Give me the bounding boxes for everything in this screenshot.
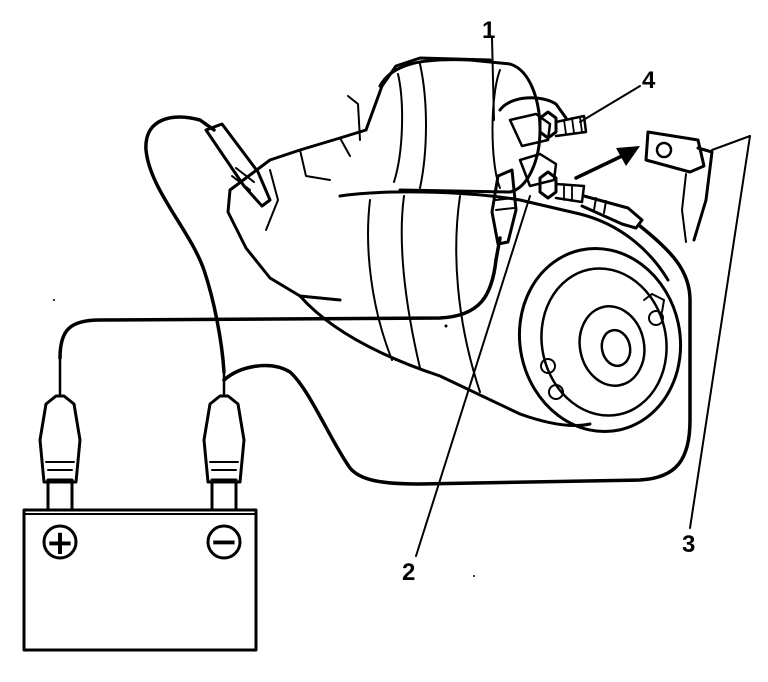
leader-3b	[711, 135, 751, 151]
solenoid-clip-icon	[490, 168, 518, 246]
terminal-stud-4	[538, 110, 588, 140]
speck	[444, 324, 448, 328]
negative-symbol: −	[210, 522, 239, 562]
leader-1	[491, 37, 495, 121]
speck	[473, 575, 475, 577]
negative-cable-left	[144, 115, 226, 374]
terminal-stud-middle	[538, 170, 586, 204]
detached-terminal-lug-icon	[644, 130, 714, 243]
positive-cable	[58, 236, 502, 360]
starter-motor	[226, 56, 683, 434]
negative-terminal-icon: −	[206, 522, 242, 562]
speck	[53, 299, 55, 301]
arrow-icon	[574, 146, 640, 180]
lead-clip-icon	[204, 122, 272, 208]
positive-terminal-icon: +	[42, 523, 78, 563]
callout-1: 1	[482, 17, 495, 44]
field-lead-plug-icon	[580, 194, 644, 230]
callout-4: 4	[642, 67, 656, 94]
callout-2: 2	[402, 559, 415, 586]
battery	[22, 508, 258, 652]
ground-cable	[222, 224, 692, 486]
negative-clip-icon	[202, 370, 246, 484]
leader-3a	[689, 135, 751, 529]
positive-symbol: +	[46, 523, 75, 563]
leader-2	[415, 195, 531, 557]
leader-4	[579, 85, 641, 123]
callout-3: 3	[682, 531, 695, 558]
positive-clip-icon	[38, 356, 82, 484]
